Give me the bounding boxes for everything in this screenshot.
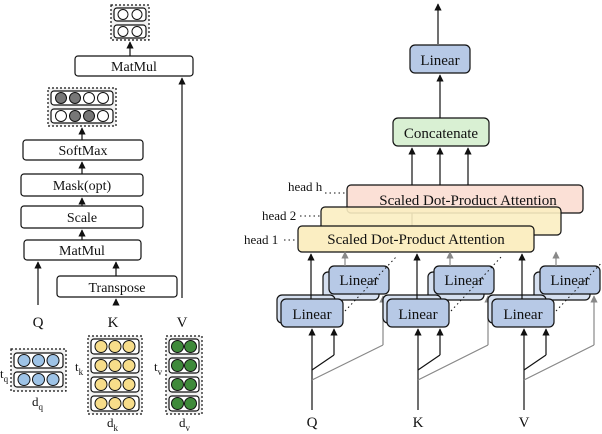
attention-weight-cell xyxy=(83,110,95,122)
linear-front-box-q xyxy=(280,298,344,328)
output-linear-box xyxy=(409,44,471,74)
head-1-label: head 1 xyxy=(244,232,278,247)
dq-label: dq xyxy=(32,394,44,412)
left-k-label: K xyxy=(108,315,119,331)
k-cell xyxy=(122,359,136,372)
linear-back-box-q xyxy=(328,265,390,295)
q-cell xyxy=(17,373,31,386)
output-linear-label: Linear xyxy=(420,53,459,69)
v-cell xyxy=(184,340,197,353)
q-cell xyxy=(46,354,60,367)
output-cell xyxy=(117,9,129,20)
output-matrix xyxy=(110,4,150,41)
attention-weight-cell xyxy=(55,110,67,122)
right-panel: Linear Concatenate Scaled Dot-Product At… xyxy=(244,3,602,431)
matmul-top-label: MatMul xyxy=(111,60,157,75)
output-cell xyxy=(131,26,143,37)
left-panel: MatMul SoftMax Mask(opt) Scale MatMul Tr… xyxy=(0,4,203,433)
attention-weights-matrix xyxy=(47,87,117,127)
q-matrix xyxy=(10,348,67,392)
k-cell xyxy=(122,340,136,353)
q-cell xyxy=(32,373,45,386)
k-cell xyxy=(94,378,108,391)
linear-front-box-k xyxy=(386,298,450,328)
matmul-bottom-label: MatMul xyxy=(59,244,105,259)
v-cell xyxy=(184,397,197,410)
attention-head-h-label: Scaled Dot-Product Attention xyxy=(379,193,557,209)
transpose-label: Transpose xyxy=(88,281,145,296)
right-q-label: Q xyxy=(307,415,318,431)
linear-back-box-k xyxy=(433,265,495,295)
k-cell xyxy=(94,359,108,372)
tv-label: tv xyxy=(154,359,163,377)
attention-head-1-box xyxy=(297,225,535,253)
v-matrix xyxy=(165,335,203,415)
v-cell xyxy=(171,378,184,391)
tq-label: tq xyxy=(0,366,9,384)
linear-front-box-v xyxy=(491,298,555,328)
dk-label: dk xyxy=(107,415,119,433)
q-cell xyxy=(46,373,60,386)
mask-label: Mask(opt) xyxy=(53,179,112,194)
output-cell xyxy=(131,9,143,20)
k-cell xyxy=(108,378,122,391)
left-v-label: V xyxy=(177,315,188,331)
output-cell xyxy=(117,26,129,37)
right-k-label: K xyxy=(413,415,424,431)
linear-back-label-v: Linear xyxy=(550,273,589,289)
attention-head-1-label: Scaled Dot-Product Attention xyxy=(327,232,505,248)
linear-back-label-k: Linear xyxy=(444,273,483,289)
head-h-label: head h xyxy=(288,179,323,194)
linear-back-label-q: Linear xyxy=(339,273,378,289)
tk-label: tk xyxy=(75,359,84,377)
k-cell xyxy=(108,340,122,353)
k-matrix xyxy=(87,335,143,415)
k-cell xyxy=(122,397,136,410)
attention-weight-cell xyxy=(69,110,81,122)
v-cell xyxy=(171,359,184,372)
linear-front-label-v: Linear xyxy=(503,307,542,323)
head-2-label: head 2 xyxy=(262,208,296,223)
k-cell xyxy=(94,340,108,353)
scale-label: Scale xyxy=(67,211,97,226)
q-cell xyxy=(17,354,31,367)
q-cell xyxy=(32,354,45,367)
right-v-label: V xyxy=(519,415,530,431)
v-cell xyxy=(184,378,197,391)
attention-weight-cell xyxy=(83,92,95,104)
attention-weight-cell xyxy=(97,92,109,104)
concatenate-box xyxy=(392,117,490,147)
v-cell xyxy=(171,397,184,410)
dv-label: dv xyxy=(179,415,191,433)
attention-weight-cell xyxy=(55,92,67,104)
left-q-label: Q xyxy=(33,315,44,331)
linear-back-box-v xyxy=(539,265,601,295)
v-cell xyxy=(171,340,184,353)
k-cell xyxy=(108,397,122,410)
softmax-label: SoftMax xyxy=(59,144,108,159)
k-cell xyxy=(108,359,122,372)
softmax-box xyxy=(22,139,144,161)
attention-weight-cell xyxy=(97,110,109,122)
k-cell xyxy=(122,378,136,391)
transpose-box xyxy=(56,275,178,298)
concatenate-label: Concatenate xyxy=(404,126,478,142)
matmul-top-box xyxy=(74,55,194,77)
linear-front-label-k: Linear xyxy=(398,307,437,323)
v-cell xyxy=(184,359,197,372)
linear-front-label-q: Linear xyxy=(292,307,331,323)
attention-weight-cell xyxy=(69,92,81,104)
k-cell xyxy=(94,397,108,410)
left-arrows xyxy=(34,41,186,306)
